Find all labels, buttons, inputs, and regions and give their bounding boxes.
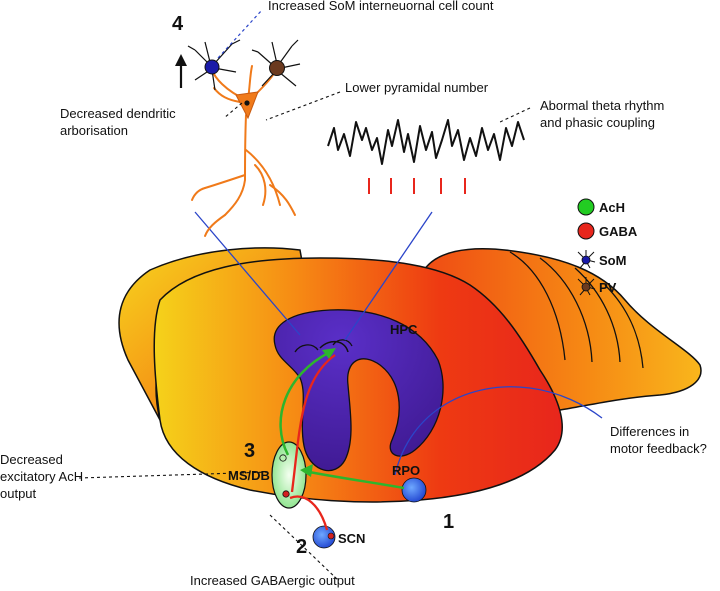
legend-som-swatch — [581, 255, 591, 265]
dendritic-label-1: Decreased dendritic — [60, 106, 176, 121]
theta-trace — [327, 119, 525, 165]
som-increase-label: Increased SoM interneuornal cell count — [268, 0, 494, 13]
msdb-ach-dot — [279, 454, 287, 462]
hpc-label: HPC — [390, 322, 418, 337]
mouse-brain — [118, 247, 702, 503]
msdb-gaba-dot — [282, 490, 290, 498]
number-4: 4 — [172, 13, 184, 35]
motor-label-2: motor feedback? — [610, 441, 707, 456]
hippocampus — [273, 309, 444, 472]
scn-nucleus — [312, 525, 336, 549]
ach-label-3: output — [0, 486, 37, 501]
motor-feedback-path — [394, 386, 603, 476]
msdb-to-hpc-ach-arrow — [279, 350, 331, 456]
pyramidal-nucleus — [244, 100, 250, 106]
theta-leader-line — [499, 107, 531, 123]
legend-ach-swatch — [577, 198, 595, 216]
theta-label-2: and phasic coupling — [540, 115, 655, 130]
legend-pv-label: PV — [599, 280, 617, 295]
legend-pv-swatch — [581, 282, 591, 292]
pyramidal-label: Lower pyramidal number — [345, 80, 489, 95]
number-1: 1 — [443, 511, 454, 533]
rpo-label: RPO — [392, 463, 420, 478]
pyramidal-leader-line — [265, 91, 341, 121]
ach-label-1: Decreased — [0, 452, 63, 467]
neuron-inset — [175, 39, 301, 237]
pv-soma — [269, 60, 285, 76]
legend-som-label: SoM — [599, 253, 626, 268]
legend: AcH GABA SoM PV — [577, 198, 638, 296]
motor-label-1: Differences in — [610, 424, 689, 439]
scn-label: SCN — [338, 531, 365, 546]
legend-gaba-swatch — [577, 222, 595, 240]
rpo-to-msdb-arrow — [303, 469, 405, 490]
rpo-to-msdb-arrowhead — [300, 464, 313, 477]
phase-ticks — [368, 178, 466, 194]
gaba-leader-line — [269, 514, 339, 581]
dendritic-label-2: arborisation — [60, 123, 128, 138]
rpo-nucleus — [401, 477, 427, 503]
ach-arrowhead — [322, 348, 336, 359]
scn-to-msdb-arrow — [289, 495, 329, 531]
msdb-to-hpc-gaba-arrow — [290, 354, 336, 493]
number-2: 2 — [296, 536, 307, 558]
msdb-label: MS/DB — [228, 468, 270, 483]
legend-ach-label: AcH — [599, 200, 625, 215]
legend-gaba-label: GABA — [599, 224, 638, 239]
number-3: 3 — [244, 440, 255, 462]
theta-label-1: Abormal theta rhythm — [540, 98, 664, 113]
projection-line-neuron — [194, 211, 301, 336]
projection-line-theta — [344, 211, 433, 341]
gaba-output-label: Increased GABAergic output — [190, 573, 355, 588]
som-soma — [204, 59, 220, 75]
som-leader-line — [217, 9, 263, 59]
ach-leader-line — [78, 471, 271, 479]
dendritic-leader-line — [223, 102, 243, 119]
increase-arrowhead — [175, 54, 187, 66]
cerebrum — [153, 257, 563, 503]
msdb-nucleus — [271, 441, 307, 509]
ach-label-2: excitatory AcH — [0, 469, 83, 484]
scn-gaba-dot — [327, 532, 335, 540]
